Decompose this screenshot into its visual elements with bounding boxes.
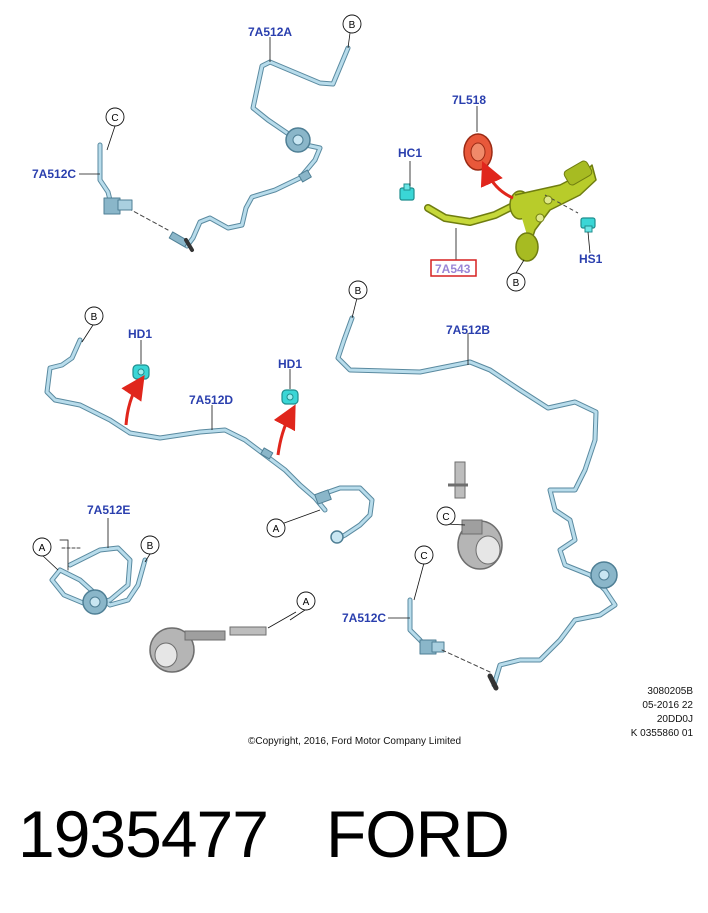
label-7A512A: 7A512A: [248, 25, 292, 39]
callout-C: C: [111, 113, 118, 124]
clip-HC1: [399, 183, 415, 201]
callout-C: C: [442, 512, 449, 523]
pipe-7A512B: [335, 315, 618, 691]
footer-caption: 1935477 FORD: [18, 796, 510, 872]
label-HD1: HD1: [128, 327, 152, 341]
callout-B: B: [513, 278, 520, 289]
callout-C: C: [420, 551, 427, 562]
pipe-7A512E: [49, 539, 148, 615]
callout-circles: [32, 14, 526, 611]
label-7A512D: 7A512D: [189, 393, 233, 407]
callout-B: B: [355, 286, 362, 297]
red-arrow-HD1-right: [273, 404, 296, 456]
brand-name: FORD: [325, 797, 510, 871]
callout-A: A: [39, 543, 46, 554]
label-7A512E: 7A512E: [87, 503, 130, 517]
label-7A512B: 7A512B: [446, 323, 490, 337]
label-7A512C: 7A512C: [342, 611, 386, 625]
concentric-slave-cylinder-right: [448, 461, 503, 570]
highlight-box-7A543: [430, 259, 477, 277]
label-7L518: 7L518: [452, 93, 486, 107]
label-HD1: HD1: [278, 357, 302, 371]
callout-B: B: [147, 541, 154, 552]
pipe-7A512A: [97, 45, 351, 252]
callout-letters: B C B B B A A B A C C: [39, 20, 520, 608]
reservoir-cap-7L518: [463, 133, 493, 171]
label-HS1: HS1: [579, 252, 603, 266]
clutch-master-cylinder-7A543: [424, 160, 597, 262]
pipe-7A512D: [44, 337, 375, 544]
ref-code: 05-2016 22: [642, 700, 693, 711]
drawing-reference-codes: 3080205B 05-2016 22 20DD0J K 0355860 01: [631, 685, 693, 741]
callout-B: B: [349, 20, 356, 31]
clip-HS1: [580, 217, 596, 233]
label-HC1: HC1: [398, 146, 422, 160]
red-arrow-HD1-left: [121, 375, 145, 426]
clip-HD1-left: [132, 364, 150, 380]
clip-HD1-right: [281, 389, 299, 405]
ref-code: 3080205B: [647, 686, 693, 697]
label-7A512C: 7A512C: [32, 167, 76, 181]
callout-A: A: [273, 524, 280, 535]
part-labels: 7A512A 7A512C 7L518 HC1 7A543 HS1 HD1 HD…: [32, 25, 603, 625]
copyright-notice: ©Copyright, 2016, Ford Motor Company Lim…: [248, 736, 462, 747]
callout-A: A: [303, 597, 310, 608]
ref-code: 20DD0J: [656, 714, 693, 725]
label-7A543: 7A543: [435, 262, 471, 276]
part-number: 1935477: [18, 797, 269, 871]
callout-B: B: [91, 312, 98, 323]
red-arrow-7L518: [480, 161, 514, 200]
leader-lines: [41, 32, 591, 621]
concentric-slave-cylinder-left: [149, 611, 297, 673]
ref-code: K 0355860 01: [630, 728, 693, 739]
